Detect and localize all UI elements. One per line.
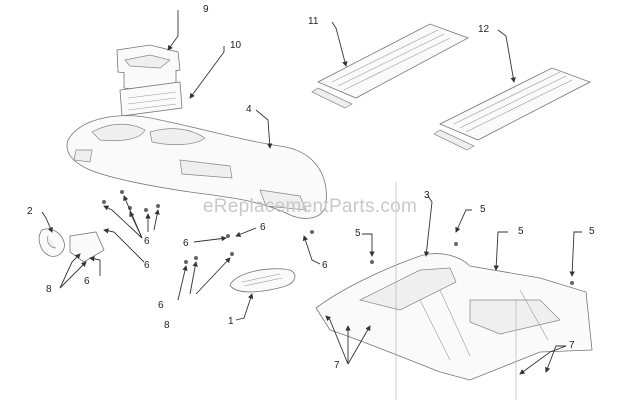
callout-3: 3 [424,190,430,201]
hardware-screws [102,190,574,285]
part-1-grip [229,268,296,293]
callout-5-a: 5 [480,204,486,215]
part-10-column [119,81,183,117]
reference-lines [395,182,517,400]
callout-5-d: 5 [589,226,595,237]
callout-4: 4 [246,104,252,115]
callout-1: 1 [228,316,234,327]
watermark-text: eReplacementParts.com [203,196,417,217]
callout-5-b: 5 [355,228,361,239]
callout-6-c: 6 [183,238,189,249]
callout-6-f: 6 [158,300,164,311]
callout-7-b: 7 [569,340,575,351]
part-12-right-footrest [433,67,591,151]
part-4-main-body [66,115,327,219]
part-3-base-frame [315,253,593,381]
part-9-top-cap [116,44,181,93]
callout-9: 9 [203,4,209,15]
callout-10: 10 [230,40,242,51]
callout-6-e: 6 [322,260,328,271]
leader-lines [41,10,582,375]
callout-6-g: 6 [84,276,90,287]
callout-11: 11 [308,16,319,27]
callout-6-b: 6 [144,260,150,271]
callout-5-c: 5 [518,226,524,237]
callout-2: 2 [27,206,33,217]
callout-labels: 9 10 4 11 12 2 3 1 5 5 5 5 6 6 6 6 6 6 6… [27,4,595,371]
callout-12: 12 [478,24,490,35]
callout-6-a: 6 [144,236,150,247]
part-11-left-footrest [311,23,469,109]
callout-6-d: 6 [260,222,266,233]
callout-8-b: 8 [164,320,170,331]
callout-7-a: 7 [334,360,340,371]
part-8-bracket-left [69,231,105,263]
part-2-bracket [38,228,65,257]
callout-8-a: 8 [46,284,52,295]
